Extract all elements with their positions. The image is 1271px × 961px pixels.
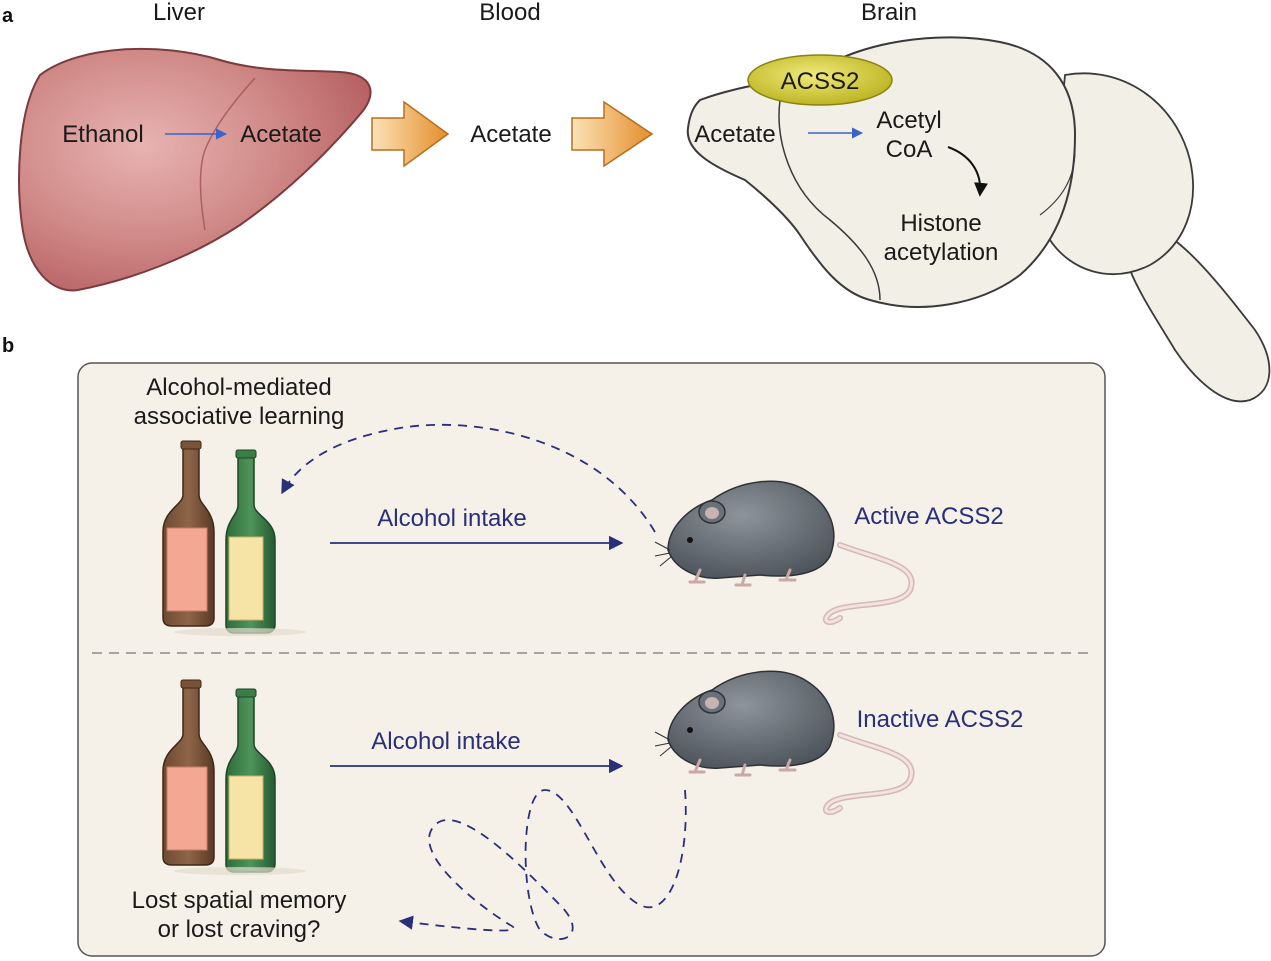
liver-acetate-label: Acetate <box>240 121 321 148</box>
blood-acetate-label: Acetate <box>470 121 551 148</box>
histone-label: Histone <box>900 210 981 237</box>
acetylcoa-to-histone-arrow <box>947 146 988 197</box>
acss2-enzyme-oval <box>747 54 893 106</box>
acetyl-label: Acetyl <box>876 107 941 134</box>
wandering-path-arrow <box>398 789 687 940</box>
acss2-label: ACSS2 <box>781 68 860 95</box>
ethanol-label: Ethanol <box>62 121 143 148</box>
brain-acetate-label: Acetate <box>694 121 775 148</box>
brain-header: Brain <box>861 0 917 26</box>
liver-header: Liver <box>153 0 205 26</box>
panel-b-box <box>77 362 1106 957</box>
question-line1: Lost spatial memory <box>132 887 347 914</box>
active-acss2-label: Active ACSS2 <box>854 503 1003 530</box>
liver-illustration <box>18 47 372 292</box>
learning-line1: Alcohol-mediated <box>146 374 331 401</box>
bottom-intake-label: Alcohol intake <box>371 728 520 755</box>
panel-a-letter: a <box>2 5 14 27</box>
coa-label: CoA <box>886 136 933 163</box>
inactive-acss2-label: Inactive ACSS2 <box>857 706 1024 733</box>
acetylation-label: acetylation <box>884 239 999 266</box>
top-intake-label: Alcohol intake <box>377 505 526 532</box>
liver-to-blood-arrow <box>371 100 450 168</box>
learning-feedback-arrow <box>281 423 656 533</box>
brain-illustration <box>686 36 1271 403</box>
learning-line2: associative learning <box>134 403 345 430</box>
question-line2: or lost craving? <box>158 916 321 943</box>
blood-header: Blood <box>479 0 540 26</box>
panel-b-letter: b <box>2 335 14 357</box>
blood-to-brain-arrow <box>571 100 654 168</box>
